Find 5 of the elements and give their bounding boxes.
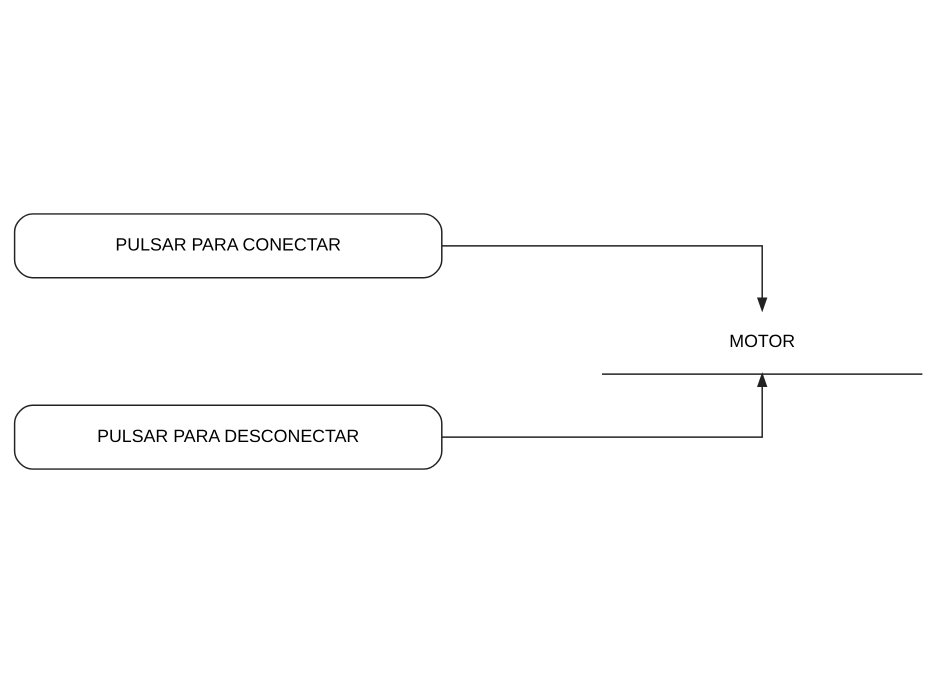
node-text: MOTOR: [729, 330, 796, 350]
arrow: [442, 372, 768, 438]
node-box: PULSAR PARA DESCONECTAR: [14, 404, 443, 470]
arrow: [442, 244, 768, 312]
node-box: PULSAR PARA CONECTAR: [14, 212, 443, 278]
